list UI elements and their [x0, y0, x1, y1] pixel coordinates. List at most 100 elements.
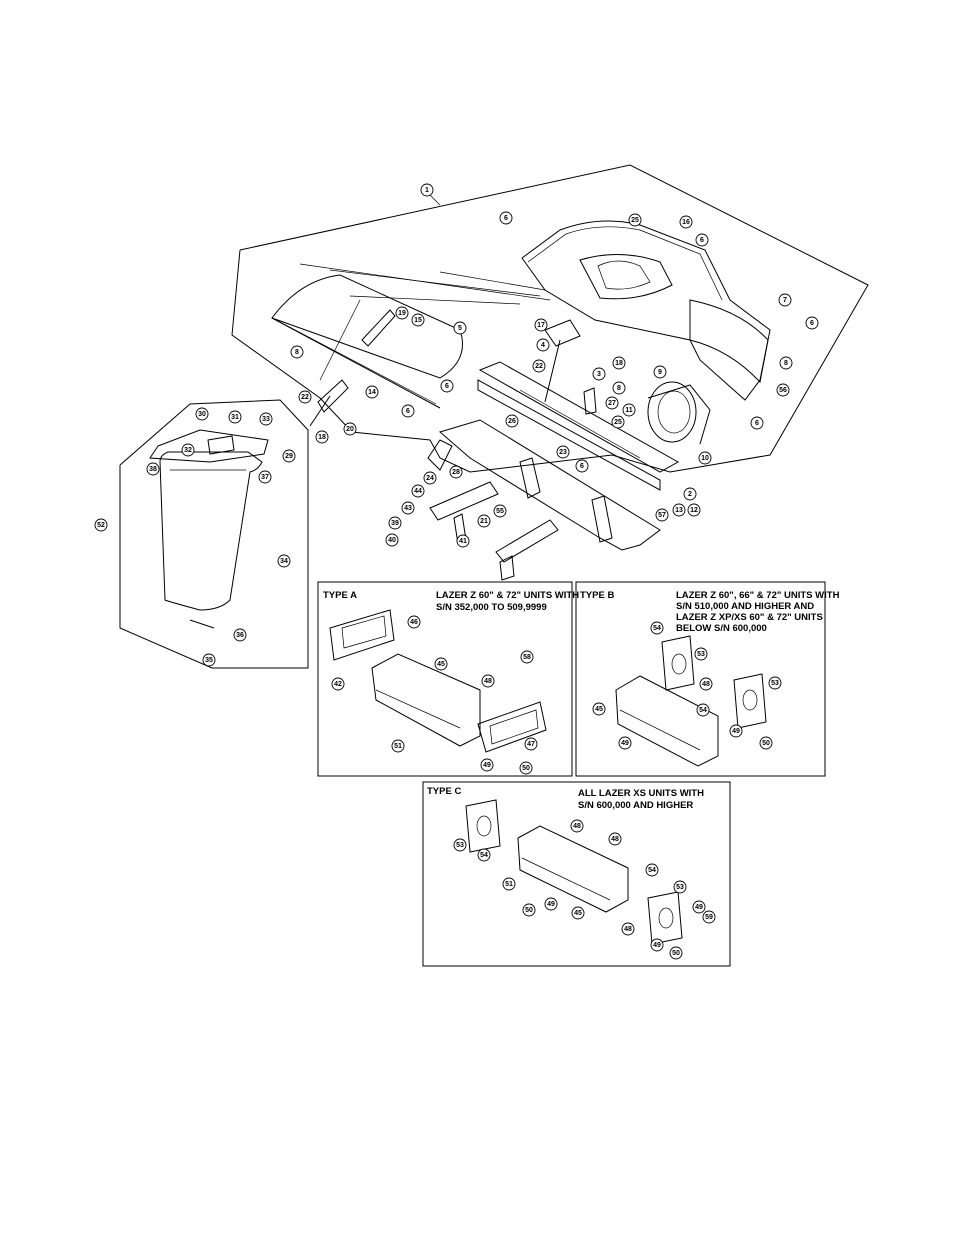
callout-t49b: 49: [692, 900, 706, 914]
callout-t51: 51: [502, 877, 516, 891]
callout-c6f: 6: [401, 404, 415, 418]
callout-circle: [181, 443, 195, 457]
callout-circle: [477, 514, 491, 528]
callout-b49: 49: [618, 736, 632, 750]
callout-circle: [420, 183, 434, 197]
callout-number: 18: [615, 360, 623, 367]
callout-number: 46: [410, 619, 418, 626]
callout-c13: 13: [672, 503, 686, 517]
deflector-plate: [271, 274, 463, 409]
callout-circle: [391, 739, 405, 753]
lower-frame: [427, 419, 661, 551]
callout-circle: [556, 445, 570, 459]
callout-circle: [502, 877, 516, 891]
callout-circle: [481, 674, 495, 688]
callout-number: 2: [688, 491, 692, 498]
callout-circle: [612, 381, 626, 395]
callout-number: 45: [437, 661, 445, 668]
callout-number: 48: [702, 681, 710, 688]
callout-number: 53: [676, 884, 684, 891]
callout-circle: [423, 471, 437, 485]
callout-c9: 9: [653, 365, 667, 379]
callout-number: 45: [574, 910, 582, 917]
callout-c22b: 22: [298, 390, 312, 404]
callout-number: 10: [701, 455, 709, 462]
callout-circle: [440, 379, 454, 393]
callout-circle: [687, 503, 701, 517]
callout-circle: [692, 900, 706, 914]
callout-number: 40: [388, 537, 396, 544]
callout-c43: 43: [401, 501, 415, 515]
callout-c1: 1: [420, 183, 434, 197]
callout-number: 48: [573, 823, 581, 830]
type-b-note-line-3: LAZER Z XP/XS 60" & 72" UNITS: [676, 612, 823, 623]
callout-c25: 25: [628, 213, 642, 227]
callout-circle: [575, 459, 589, 473]
linkage-arm: [309, 299, 597, 427]
callout-circle: [536, 338, 550, 352]
callout-b53b: 53: [768, 676, 782, 690]
type-a-note-line-1: LAZER Z 60" & 72" UNITS WITH: [436, 590, 579, 601]
callout-circle: [655, 508, 669, 522]
callout-circle: [679, 215, 693, 229]
callout-c6a: 6: [499, 211, 513, 225]
callout-circle: [805, 316, 819, 330]
callout-c18a: 18: [612, 356, 626, 370]
callout-number: 8: [295, 349, 299, 356]
callout-c44: 44: [411, 484, 425, 498]
callout-t49: 49: [544, 897, 558, 911]
callout-number: 55: [496, 508, 504, 515]
callout-c24: 24: [423, 471, 437, 485]
callout-number: 54: [648, 867, 656, 874]
callout-c40: 40: [385, 533, 399, 547]
callout-number: 21: [480, 518, 488, 525]
callout-t53: 53: [453, 838, 467, 852]
callout-circle: [672, 503, 686, 517]
callout-number: 36: [236, 632, 244, 639]
callout-a49: 49: [480, 758, 494, 772]
callout-circle: [385, 533, 399, 547]
callout-c52: 52: [94, 518, 108, 532]
callout-t50: 50: [522, 903, 536, 917]
callout-number: 50: [522, 765, 530, 772]
callout-c33: 33: [259, 412, 273, 426]
callout-circle: [695, 233, 709, 247]
callout-circle: [683, 487, 697, 501]
frame-rail: [477, 361, 680, 491]
callout-circle: [434, 657, 448, 671]
callout-circle: [453, 838, 467, 852]
type-a-title: TYPE A: [323, 590, 357, 601]
type-c-note-line-1: ALL LAZER XS UNITS WITH: [578, 788, 704, 799]
callout-circle: [395, 306, 409, 320]
callout-number: 6: [406, 408, 410, 415]
callout-number: 18: [318, 434, 326, 441]
callout-circle: [622, 403, 636, 417]
callout-circle: [702, 910, 716, 924]
callout-number: 57: [658, 512, 666, 519]
callout-c41: 41: [456, 534, 470, 548]
callout-c18b: 18: [315, 430, 329, 444]
callout-number: 11: [625, 407, 633, 414]
callout-circle: [505, 414, 519, 428]
callout-circle: [388, 516, 402, 530]
callout-circle: [146, 462, 160, 476]
callout-c12: 12: [687, 503, 701, 517]
callout-b54b: 54: [696, 703, 710, 717]
discharge-hood: [299, 220, 771, 401]
callout-number: 33: [262, 416, 270, 423]
callout-number: 53: [771, 680, 779, 687]
callout-c4: 4: [536, 338, 550, 352]
callout-c27: 27: [605, 396, 619, 410]
callout-c10: 10: [698, 451, 712, 465]
callout-number: 26: [508, 418, 516, 425]
callout-circle: [696, 703, 710, 717]
callout-circle: [750, 416, 764, 430]
callout-number: 19: [398, 310, 406, 317]
callout-number: 34: [280, 558, 288, 565]
callout-t48: 48: [570, 819, 584, 833]
callout-circle: [480, 758, 494, 772]
callout-circle: [499, 211, 513, 225]
callout-a45: 45: [434, 657, 448, 671]
callout-number: 50: [672, 950, 680, 957]
type-b-title: TYPE B: [580, 590, 614, 601]
